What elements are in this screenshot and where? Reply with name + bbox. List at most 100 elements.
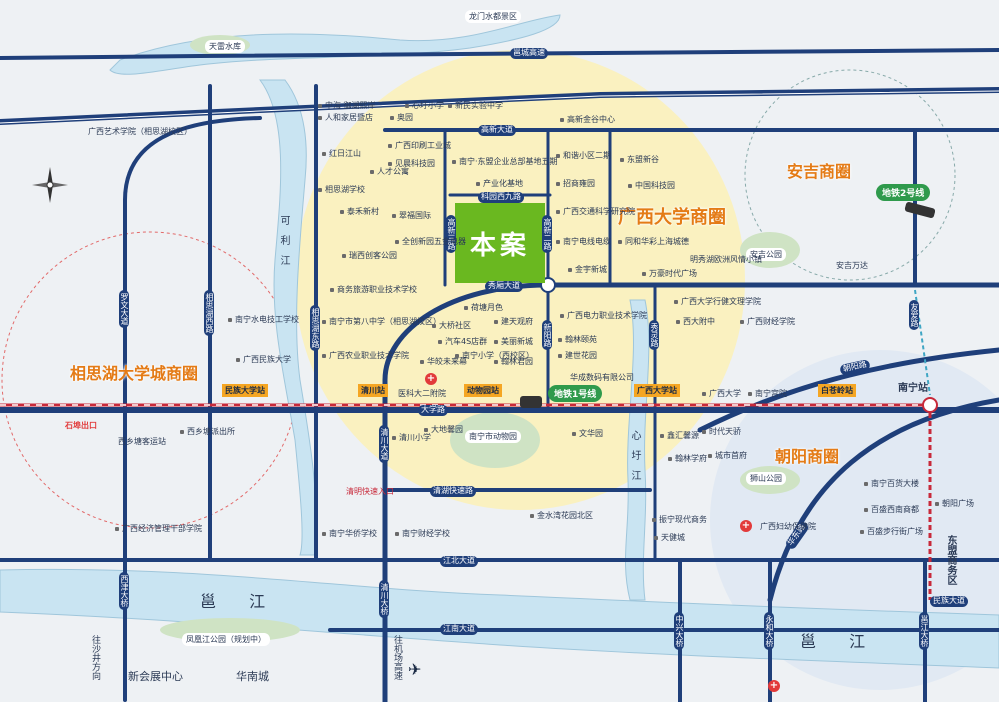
road-keyuan-west9: 科园西九路 — [478, 192, 524, 203]
dir-shajing: 往沙井方向 — [90, 635, 100, 680]
hospital-icon: + — [740, 520, 752, 532]
park-fenghuang: 凤凰江公园（规划中） — [182, 633, 270, 646]
poi: 汽车4S店群 — [438, 338, 487, 346]
river-yong-east: 邕 江 — [800, 632, 880, 651]
metro-line1-tag: 地铁1号线 — [548, 385, 603, 402]
station-baicang: 白苍岭站 — [818, 384, 856, 397]
station-qingchuan: 清川站 — [358, 384, 388, 397]
poi: 南宁市第八中学（相思湖校区） — [322, 318, 441, 326]
poi: 心圩小学 — [405, 102, 444, 110]
poi: 大地馨园 — [424, 426, 463, 434]
poi: 西乡塘客运站 — [118, 437, 166, 446]
poi: 万豪时代广场 — [642, 270, 697, 278]
river-yong-west: 邕 江 — [200, 592, 280, 611]
poi: 同和华彩上海城德 — [618, 238, 689, 246]
poi: 东盟新谷 — [620, 156, 659, 164]
poi: 大桥社区 — [432, 322, 471, 330]
poi: 西乡塘派出所 — [180, 428, 235, 436]
poi: 广西交通科学研究院 — [556, 208, 635, 216]
poi: 广西经济管理干部学院 — [115, 525, 202, 533]
poi: 西大附中 — [676, 318, 715, 326]
poi: 南宁百货大楼 — [864, 480, 919, 488]
hospital-icon: + — [425, 373, 437, 385]
poi: 城市首府 — [708, 452, 747, 460]
poi: 翰林君园 — [494, 358, 533, 366]
poi: 明秀湖欧洲风情小镇 — [690, 255, 762, 264]
park-shishan: 狮山公园 — [746, 472, 786, 485]
road-xiangsihu-west: 相思湖西路 — [204, 290, 214, 336]
station-nanning: 南宁站 — [898, 383, 928, 394]
poi: 广西民族大学 — [236, 356, 291, 364]
poi: 红日江山 — [322, 150, 361, 158]
poi: 清川小学 — [392, 434, 431, 442]
project-block: 本案 — [455, 203, 545, 283]
poi: 泰禾新村 — [340, 208, 379, 216]
poi: 南宁·东盟企业总部基地五期 — [452, 158, 558, 166]
poi: 和谐小区二期 — [556, 152, 611, 160]
poi: 医科大二附院 — [398, 389, 446, 398]
road-daxue: 大学路 — [418, 405, 448, 416]
park-longmen: 龙门水都景区 — [465, 10, 521, 23]
poi: 时代天骄 — [702, 428, 741, 436]
district-guangxi-univ: 广西大学商圈 — [618, 207, 726, 228]
road-gaoxin3: 高新三路 — [446, 215, 456, 253]
poi: 天健城 — [654, 534, 685, 542]
poi: 新民实验中学 — [448, 102, 503, 110]
poi: 广西大学 — [702, 390, 741, 398]
poi: 清明快速入口 — [346, 487, 394, 496]
poi: 荷塘月色 — [464, 304, 503, 312]
poi: 人和家居暨店 — [318, 114, 373, 122]
road-xiangsihu-east: 相思湖东路 — [310, 305, 320, 351]
compass-icon — [30, 165, 70, 205]
poi: 广西农业职业技术学院 — [322, 352, 409, 360]
poi: 南宁小学（西校区） — [455, 352, 534, 360]
poi: 人才公寓 — [370, 168, 409, 176]
poi-huanan: 华南城 — [236, 670, 269, 683]
road-xinyang: 新阳路 — [542, 320, 552, 350]
poi: 见晨科技园 — [388, 160, 435, 168]
poi: 安吉万达 — [836, 261, 868, 270]
hospital-icon: + — [768, 680, 780, 692]
poi: 广西财经学院 — [740, 318, 795, 326]
poi: 金水湾花园北区 — [530, 512, 593, 520]
road-yongqing: 永和大桥 — [764, 612, 774, 650]
poi: 南宁电线电缆 — [556, 238, 611, 246]
river-keli: 可利江 — [278, 215, 289, 275]
poi: 翰林学府 — [668, 455, 707, 463]
road-xiuling: 秀厢大道 — [485, 281, 523, 292]
road-yongjiang: 邕江大桥 — [919, 612, 929, 650]
poi: 中国科技园 — [628, 182, 675, 190]
poi: 美丽新城 — [494, 338, 533, 346]
poi: 南宁华侨学校 — [322, 530, 377, 538]
poi: 百盛西南商都 — [864, 506, 919, 514]
road-gaoxin2: 高新二路 — [542, 215, 552, 253]
park-zoo: 南宁市动物园 — [465, 430, 521, 443]
poi: 华皎未来幕 — [420, 358, 467, 366]
exit-shibu: 石埠出口 — [65, 421, 97, 430]
road-qingchuan-bridge: 清川大桥 — [379, 580, 389, 618]
poi: 翠福国际 — [392, 212, 431, 220]
poi: 建天观府 — [494, 318, 533, 326]
station-zoo: 动物园站 — [464, 384, 502, 397]
station-gx-univ: 广西大学站 — [634, 384, 680, 397]
poi: 产业化基地 — [476, 180, 523, 188]
poi: 翰林颐苑 — [558, 336, 597, 344]
road-jiangnan: 江南大道 — [440, 624, 478, 635]
park-tianlei: 天雷水库 — [205, 40, 245, 53]
poi: 奥园 — [390, 114, 413, 122]
station-minzu-univ: 民族大学站 — [222, 384, 268, 397]
poi: 南宁财经学校 — [395, 530, 450, 538]
poi: 中海·御湖熙岸 — [318, 102, 376, 110]
airplane-icon: ✈ — [408, 660, 422, 679]
poi: 广西艺术学院（相思湖校区） — [88, 127, 192, 136]
poi: 振宁现代商务 — [652, 516, 707, 524]
road-xiuling2: 秀灵路 — [649, 320, 659, 350]
district-chaoyang: 朝阳商圈 — [775, 447, 840, 466]
poi: 广西电力职业技术学院 — [560, 312, 647, 320]
poi: 南宁水电技工学校 — [228, 316, 299, 324]
poi: 百盛步行街广场 — [860, 528, 923, 536]
poi: 招商雍园 — [556, 180, 595, 188]
road-jiangbei: 江北大道 — [440, 556, 478, 567]
road-youan: 友爱路 — [909, 300, 919, 330]
